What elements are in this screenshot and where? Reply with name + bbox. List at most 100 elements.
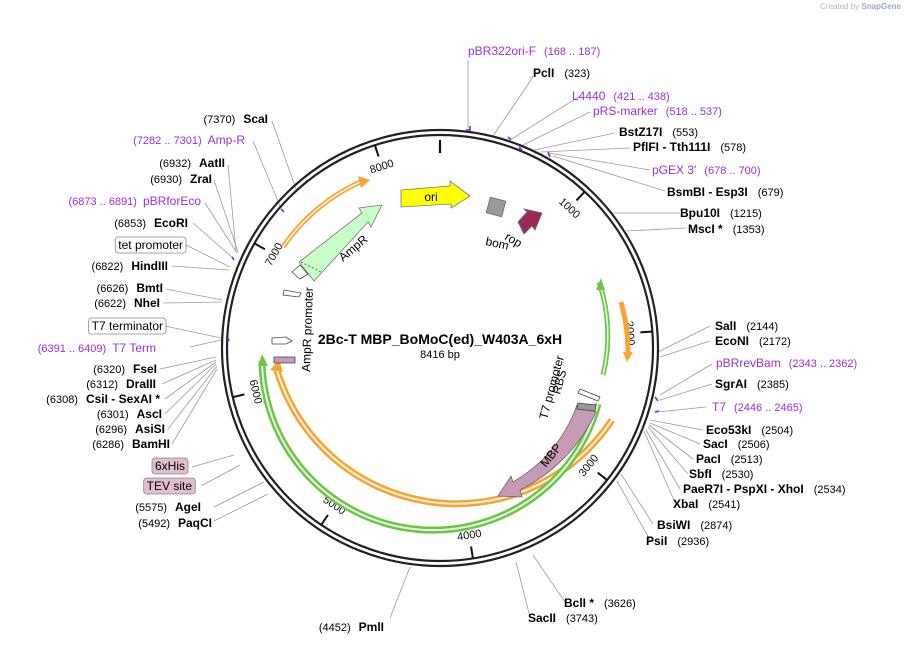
site-label[interactable]: PflFI - Tth111I(578) — [633, 140, 746, 154]
site-label[interactable]: (6930)ZraI — [150, 172, 212, 186]
site-name: SgrAI — [715, 377, 747, 391]
site-label[interactable]: pGEX 3'(678 .. 700) — [652, 163, 761, 177]
site-label[interactable]: SgrAI (2385) — [715, 377, 789, 391]
site-name: T7 terminator — [92, 319, 163, 333]
site-position: (5575) — [135, 502, 167, 514]
ori-feature[interactable] — [400, 180, 471, 209]
site-label[interactable]: pRS-marker(518 .. 537) — [593, 104, 722, 118]
site-position: (6301) — [97, 409, 129, 421]
site-position: (2172) — [759, 336, 791, 348]
site-label[interactable]: BsmBI - Esp3I(679) — [667, 185, 783, 199]
site-label[interactable]: BclI *(3626) — [564, 596, 636, 610]
tick-label: 6000 — [247, 379, 264, 406]
site-label[interactable]: (6286)BamHI — [92, 437, 170, 451]
bom-feature[interactable] — [485, 196, 507, 218]
green-arc-bottom-core — [261, 360, 599, 532]
site-label[interactable]: PacI(2513) — [696, 452, 762, 466]
site-name: BamHI — [132, 437, 170, 451]
site-label[interactable]: (6873 .. 6891)pBRforEco — [68, 194, 201, 208]
ori-label: ori — [424, 190, 437, 204]
site-label[interactable]: (7282 .. 7301)Amp-R — [133, 133, 245, 147]
tick-mark — [640, 330, 653, 334]
site-label[interactable]: (6822)HindIII — [92, 259, 168, 273]
site-label[interactable]: T7(2446 .. 2465) — [712, 400, 803, 414]
site-name: TEV site — [147, 479, 193, 493]
site-position: (421 .. 438) — [613, 91, 669, 103]
credit-brand: SnapGene — [861, 2, 901, 11]
site-label[interactable]: MscI *(1353) — [688, 222, 764, 236]
site-label[interactable]: tet promoter — [118, 238, 183, 252]
site-name: PflFI - Tth111I — [633, 140, 710, 154]
site-label[interactable]: T7 terminator — [92, 319, 163, 333]
site-name: SbfI — [689, 467, 712, 481]
site-label[interactable]: PsiI(2936) — [646, 534, 709, 548]
site-label[interactable]: SacI(2506) — [703, 437, 769, 451]
tick-mark — [320, 514, 329, 526]
ampr-feature[interactable] — [298, 204, 383, 282]
site-label[interactable]: SalI(2144) — [715, 319, 778, 333]
site-label[interactable]: (6622)NheI — [94, 296, 160, 310]
site-position: (2385) — [757, 379, 789, 391]
tet-promoter-marker[interactable] — [282, 289, 302, 298]
site-label[interactable]: XbaI(2541) — [673, 497, 740, 511]
site-label[interactable]: SbfI(2530) — [689, 467, 753, 481]
site-label[interactable]: (5492)PaqCI — [138, 516, 212, 530]
site-label[interactable]: EcoNI(2172) — [715, 334, 791, 348]
site-name: DraIII — [126, 377, 156, 391]
site-label[interactable]: (6308)CsiI - SexAI * — [46, 392, 160, 406]
site-label[interactable]: PaeR7I - PspXI - XhoI(2534) — [683, 482, 846, 496]
t7-promoter-marker[interactable] — [577, 388, 601, 402]
tick-mark — [597, 471, 608, 481]
site-label[interactable]: (6312)DraIII — [86, 377, 156, 391]
site-label[interactable]: BstZ17I(553) — [619, 125, 698, 139]
site-position: (678 .. 700) — [704, 165, 760, 177]
plasmid-length: 8416 bp — [420, 349, 460, 361]
rop-feature[interactable] — [517, 208, 543, 235]
site-label[interactable]: (6320)FseI — [93, 362, 157, 376]
site-label[interactable]: pBR322ori-F(168 .. 187) — [468, 44, 600, 58]
site-label[interactable]: SacII(3743) — [528, 611, 598, 625]
site-label[interactable]: pBRrevBam(2343 .. 2362) — [716, 356, 857, 370]
mbp-feature[interactable] — [497, 404, 597, 498]
small-markers — [271, 261, 601, 412]
site-label[interactable]: PclI(323) — [533, 66, 590, 80]
site-label[interactable]: (6932)AatII — [159, 156, 225, 170]
site-label[interactable]: TEV site — [147, 479, 193, 493]
site-label[interactable]: 6xHis — [155, 459, 185, 473]
site-label[interactable]: (6853)EcoRI — [114, 216, 188, 230]
t7-terminator-marker[interactable] — [271, 336, 293, 345]
site-labels: PclI(323) L4440(421 .. 438)pRS-marker(518… — [38, 44, 857, 634]
bom-label: bom — [484, 234, 510, 253]
site-label[interactable]: (6391 .. 6409)T7 Term — [38, 341, 156, 355]
feature-label-box — [151, 457, 189, 475]
backbone-outer — [220, 128, 660, 568]
tev-his-marker[interactable] — [273, 356, 296, 364]
site-label[interactable]: (6296)AsiSI — [95, 422, 165, 436]
site-name: Bpu10I — [680, 206, 720, 220]
site-position: (3743) — [566, 613, 598, 625]
site-name: BsiWI — [657, 518, 690, 532]
site-label[interactable]: L4440(421 .. 438) — [572, 89, 670, 103]
site-label[interactable]: (7370)ScaI — [204, 112, 268, 126]
site-position: (553) — [672, 127, 698, 139]
site-name: BsmBI - Esp3I — [667, 185, 748, 199]
ampr-promoter-arrow[interactable] — [291, 264, 309, 280]
site-position: (168 .. 187) — [544, 46, 600, 58]
site-label[interactable]: Bpu10I(1215) — [680, 206, 762, 220]
site-label[interactable]: (6301)AscI — [97, 407, 162, 421]
site-label[interactable]: (6626)BmtI — [97, 281, 163, 295]
plasmid-name: 2Bc-T MBP_BoMoC(ed)_W403A_6xH — [318, 331, 562, 347]
site-position: (4452) — [319, 622, 351, 634]
site-position: (518 .. 537) — [666, 106, 722, 118]
rbs-label: RBS — [549, 368, 569, 395]
site-label[interactable]: (4452)PmlI — [319, 620, 384, 634]
site-label[interactable]: (5575)AgeI — [135, 500, 201, 514]
feature-label-box — [114, 236, 187, 254]
site-name: Amp-R — [208, 133, 246, 147]
site-label[interactable]: Eco53kI(2504) — [706, 423, 793, 437]
rbs-marker[interactable] — [576, 402, 597, 412]
site-label[interactable]: BsiWI(2874) — [657, 518, 732, 532]
green-arc-arrowhead — [596, 278, 605, 290]
site-position: (2541) — [708, 499, 740, 511]
